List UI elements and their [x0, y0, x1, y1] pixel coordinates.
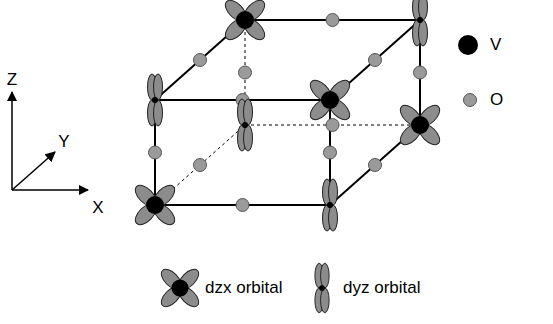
legend-swatch — [458, 35, 478, 55]
oxygen-atom — [149, 146, 162, 159]
oxygen-atom — [239, 66, 252, 79]
oxygen-atom — [326, 14, 339, 27]
oxygen-atom — [369, 159, 382, 172]
vanadium-atoms — [132, 0, 444, 231]
legend-text: dzx orbital — [205, 279, 282, 298]
oxygen-atom — [369, 54, 382, 67]
dzx-orbital — [222, 0, 269, 43]
axes — [12, 92, 88, 190]
dzx-orbital — [132, 182, 179, 229]
cell-edges — [155, 20, 420, 205]
axis-arrow — [12, 152, 55, 190]
oxygen-atom — [194, 159, 207, 172]
oxygen-atom — [326, 119, 339, 132]
oxygen-atom — [324, 146, 337, 159]
axis-label: Y — [58, 133, 69, 152]
axis-label: X — [92, 199, 103, 218]
dzx-orbital — [307, 77, 354, 124]
legend-text: V — [490, 36, 501, 55]
dyz-orbital — [323, 179, 338, 231]
hidden-edges — [155, 20, 420, 205]
oxygen-atom — [194, 54, 207, 67]
legend-text: O — [490, 91, 503, 110]
dyz-orbital — [413, 0, 428, 46]
dzx-orbital — [397, 102, 444, 149]
dyz-orbital — [315, 263, 329, 312]
oxygen-atom — [236, 199, 249, 212]
dyz-orbital — [238, 99, 253, 151]
legend-swatch — [463, 93, 477, 107]
oxygen-atoms — [149, 14, 427, 212]
axis-arrow — [12, 189, 88, 191]
axis-arrow — [11, 92, 13, 190]
oxygen-atom — [414, 66, 427, 79]
dyz-orbital — [148, 74, 163, 126]
legend-text: dyz orbital — [343, 279, 420, 298]
axis-label: Z — [7, 71, 17, 90]
dzx-orbital — [158, 266, 202, 310]
